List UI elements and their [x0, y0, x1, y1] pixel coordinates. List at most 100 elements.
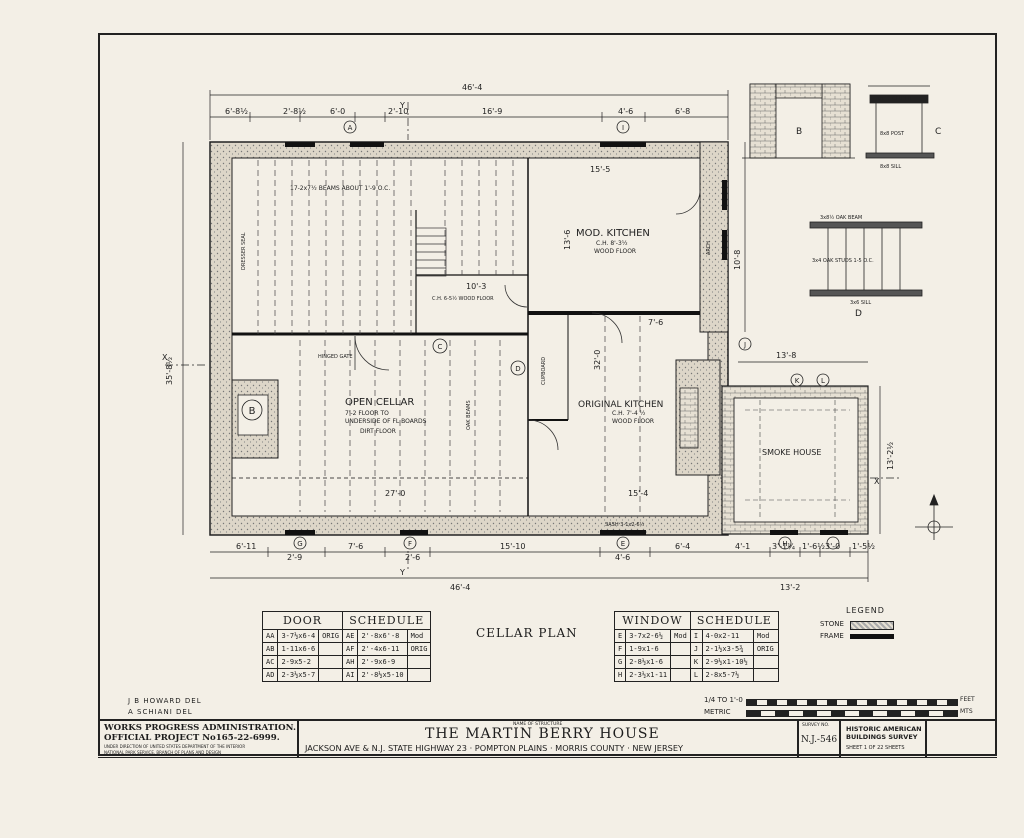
- cell: F: [613, 642, 627, 656]
- beams-note: 17-2x7½ BEAMS ABOUT 1'-9 O.C.: [290, 185, 390, 192]
- cell: L: [689, 668, 703, 682]
- cell: 1-9x1-6: [625, 642, 672, 656]
- room-mod-kitchen-note: C.H. 8'-3½: [596, 240, 628, 247]
- legend-stone-swatch: [850, 621, 894, 630]
- cell: [670, 668, 691, 682]
- dimension-labels: 46'-4 6'-8½ 2'-8½ 6'-0 2'-10 16'-9 4'-6 …: [162, 83, 895, 592]
- tb-survey-cell: SURVEY NO. N.J.-546: [798, 721, 840, 758]
- detail-c: [865, 85, 935, 159]
- cell: 2-8x5-7½: [701, 668, 754, 682]
- room-original-kitchen-note: C.H. 7'-4 ½: [612, 410, 646, 417]
- room-original-kitchen: ORIGINAL KITCHEN: [578, 400, 663, 410]
- room-open-cellar: OPEN CELLAR: [345, 397, 414, 408]
- dim-bot-3: 7'-6: [348, 542, 363, 551]
- room-labels: OPEN CELLAR 7'-2 FLOOR TO UNDERSIDE OF F…: [241, 185, 821, 528]
- dim-bot-8: 4'-1: [735, 542, 750, 551]
- cell: Mod: [752, 629, 779, 643]
- dim-smoke-right: 13'-2½: [886, 442, 895, 470]
- cell: ORIG: [752, 642, 779, 656]
- dim-right-kitchen: 10'-8: [733, 250, 742, 270]
- detail-d: [809, 221, 923, 297]
- stair: [415, 227, 447, 277]
- dim-bot-4: 2'-6: [405, 553, 420, 562]
- marker-j: J: [743, 341, 746, 349]
- dim-bot-9: 3'-1¼: [772, 542, 795, 551]
- tb-project: OFFICIAL PROJECT No165-22-6999.: [104, 733, 280, 743]
- cell: [752, 668, 779, 682]
- window-openings: [285, 142, 848, 535]
- window-schedule-title-right: SCHEDULE: [689, 611, 779, 630]
- marker-d: D: [515, 365, 520, 373]
- tb-direction-1: UNDER DIRECTION OF UNITED STATES DEPARTM…: [104, 744, 246, 749]
- dresser-seal-label: DRESSER SEAL: [241, 232, 247, 270]
- cell: 2'-4x6-11: [357, 642, 408, 656]
- hinged-gate-label: HINGED GATE: [318, 354, 353, 360]
- cell: [670, 642, 691, 656]
- cell: E: [613, 629, 627, 643]
- scale-imperial-label: 1/4 TO 1'-0: [704, 696, 743, 704]
- cell: 2'-8½x5-10: [357, 668, 408, 682]
- cell: G: [613, 655, 627, 669]
- tb-survey-no: N.J.-546: [801, 735, 838, 745]
- room-open-cellar-floor: DIRT FLOOR: [360, 428, 396, 435]
- cell: [670, 655, 691, 669]
- cell: 2'-8x6'-8: [357, 629, 408, 643]
- dim-top-5: 16'-9: [482, 107, 502, 116]
- door-schedule-title-left: DOOR: [261, 611, 344, 630]
- smoke-house-walls: [721, 385, 869, 535]
- dim-top-2: 2'-8½: [283, 107, 306, 116]
- marker-g: G: [297, 540, 302, 548]
- window-schedule-title-left: WINDOW: [614, 611, 691, 630]
- marker-c: C: [438, 343, 443, 351]
- oak-beams-label: OAK BEAMS: [466, 400, 472, 430]
- legend: LEGEND STONE FRAME: [820, 606, 900, 646]
- section-y-top: Y: [399, 101, 405, 110]
- detail-oak-studs: 3x4 OAK STUDS 1-5 O.C.: [812, 258, 874, 264]
- dim-top-6: 4'-6: [618, 107, 633, 116]
- marker-f: F: [408, 540, 412, 548]
- dim-kitchen-depth: 13'-6: [563, 230, 572, 250]
- markers: [241, 120, 840, 550]
- scale-bar: 1/4 TO 1'-0 METRIC FEET MTS: [704, 696, 984, 720]
- cell: 2'-9x6-9: [357, 655, 408, 669]
- detail-post: 8x8 POST: [880, 131, 905, 137]
- cupboard-label: CUPBOARD: [541, 357, 547, 385]
- dim-bot-10: 1'-6½: [802, 542, 825, 551]
- dim-smoke-top: 13'-8: [776, 351, 796, 360]
- cell: AD: [261, 668, 279, 682]
- marker-e: E: [621, 540, 625, 548]
- dim-hall-width: 10'-3: [466, 282, 486, 291]
- tb-location: JACKSON AVE & N.J. STATE HIGHWAY 23 · PO…: [305, 743, 684, 753]
- cell: [406, 655, 432, 669]
- dim-top-7: 6'-8: [675, 107, 690, 116]
- cell: 1-11x6-6: [277, 642, 320, 656]
- door-schedule-title-right: SCHEDULE: [342, 611, 432, 630]
- detail-oak-beam: 3x8½ OAK BEAM: [820, 214, 862, 221]
- dim-bot-12: 1'-5½: [852, 542, 875, 551]
- ceiling-beams: [257, 160, 641, 512]
- cell: AC: [261, 655, 279, 669]
- cell: ORIG: [318, 629, 344, 643]
- room-open-cellar-note2: UNDERSIDE OF FL BOARDS: [345, 418, 427, 425]
- marker-labels: A I B C D G F E J K L H: [249, 124, 825, 548]
- dim-bot-7: 6'-4: [675, 542, 690, 551]
- scale-metric-bar: [746, 710, 958, 717]
- north-arrow-icon: [915, 493, 953, 540]
- cell: 2-1½x3-5¾: [701, 642, 754, 656]
- marker-i: I: [622, 124, 624, 132]
- cell: AB: [261, 642, 279, 656]
- sheet-border: [98, 33, 997, 756]
- dim-kitchen-width: 27'-0: [385, 489, 405, 498]
- dim-orig-kitchen-width: 15'-4: [628, 489, 648, 498]
- dim-top-1: 6'-8½: [225, 107, 248, 116]
- dim-bot-1: 6'-11: [236, 542, 256, 551]
- cell: ORIG: [406, 642, 432, 656]
- cell: [318, 668, 344, 682]
- cell: H: [613, 668, 627, 682]
